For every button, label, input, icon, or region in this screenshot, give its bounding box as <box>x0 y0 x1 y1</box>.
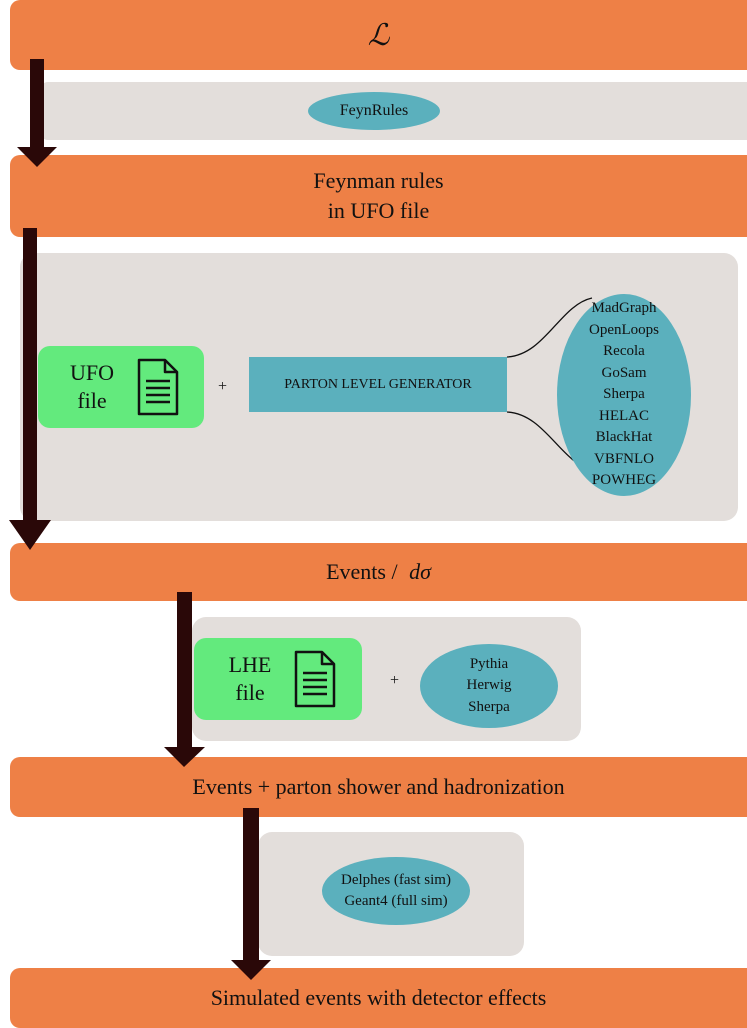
arrow-2-shaft <box>23 228 37 524</box>
program-blackhat: BlackHat <box>595 429 653 446</box>
ufo-file-label: UFO file <box>56 359 128 415</box>
stage-lagrangian: ℒ <box>10 0 747 70</box>
arrow-3-head <box>164 747 205 767</box>
arrow-3-shaft <box>177 592 192 747</box>
arrow-1-head <box>17 147 57 167</box>
lhe-file-line-1: LHE <box>228 652 272 677</box>
lhe-file-line-2: file <box>235 680 265 705</box>
stage-events: Events / dσ <box>10 543 747 601</box>
program-recola: Recola <box>603 343 645 360</box>
feynman-rules-line-1: Feynman rules <box>313 168 444 193</box>
shower-label: Events + parton shower and hadronization <box>192 774 565 799</box>
ufo-file-line-1: UFO <box>69 360 114 385</box>
parton-generator-label: PARTON LEVEL GENERATOR <box>284 376 472 392</box>
feynman-rules-line-2: in UFO file <box>327 198 430 223</box>
document-icon <box>137 358 179 416</box>
program-gosam: GoSam <box>601 364 647 381</box>
lhe-file-label: LHE file <box>213 651 287 707</box>
events-label: Events / <box>326 559 404 584</box>
program-helac: HELAC <box>599 407 649 424</box>
arrow-4-head <box>231 960 271 980</box>
events-symbol: dσ <box>409 559 431 584</box>
program-herwig: Herwig <box>466 677 512 694</box>
program-openloops: OpenLoops <box>589 321 659 338</box>
detector-label: Simulated events with detector effects <box>210 985 547 1010</box>
lagrangian-symbol: ℒ <box>367 17 390 53</box>
stage-shower: Events + parton shower and hadronization <box>10 757 747 817</box>
stage-feynman-rules: Feynman rules in UFO file <box>10 155 747 237</box>
plus-sign-step2: + <box>218 378 228 395</box>
parton-generator-box: PARTON LEVEL GENERATOR <box>249 357 507 412</box>
stage-detector: Simulated events with detector effects <box>10 968 747 1028</box>
feynrules-label: FeynRules <box>339 102 409 119</box>
program-delphes: Delphes (fast sim) <box>341 871 451 888</box>
arrow-2-head <box>9 520 51 550</box>
detector-programs-oval: Delphes (fast sim) Geant4 (full sim) <box>322 857 470 925</box>
shower-programs-oval: Pythia Herwig Sherpa <box>420 644 558 728</box>
program-powheg: POWHEG <box>591 472 657 489</box>
program-geant4: Geant4 (full sim) <box>344 893 448 909</box>
program-sherpa: Sherpa <box>603 386 645 403</box>
plus-sign-step3: + <box>390 672 400 689</box>
program-vbfnlo: VBFNLO <box>593 450 654 467</box>
program-pythia: Pythia <box>469 655 509 672</box>
parton-generators-oval: MadGraph OpenLoops Recola GoSam Sherpa H… <box>557 294 691 496</box>
document-icon <box>294 650 336 708</box>
feynrules-oval: FeynRules <box>308 92 440 130</box>
ufo-file-line-2: file <box>77 388 107 413</box>
program-madgraph: MadGraph <box>591 300 657 317</box>
arrow-1-shaft <box>30 59 44 147</box>
program-sherpa-shower: Sherpa <box>468 698 510 715</box>
arrow-4-shaft <box>243 808 259 960</box>
